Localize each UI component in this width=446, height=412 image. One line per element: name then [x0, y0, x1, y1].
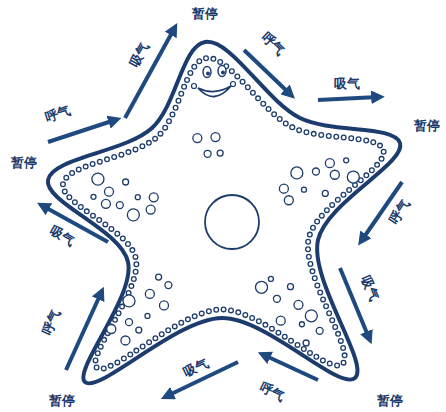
starfish-bubble	[268, 276, 273, 281]
pause-label: 暂停	[413, 119, 441, 133]
starfish-bubble	[149, 193, 158, 202]
starfish-bubble	[344, 158, 349, 163]
starfish-dots	[63, 58, 384, 369]
starfish-bubble	[347, 171, 359, 183]
pause-label: 暂停	[48, 394, 76, 408]
starfish-dots	[63, 58, 384, 369]
pupil	[221, 71, 225, 75]
starfish-bubble	[299, 322, 304, 327]
starfish-bubble	[325, 159, 334, 168]
exhale-label: 呼气	[42, 103, 73, 125]
inhale-label: 吸气	[358, 272, 382, 303]
starfish-bubble	[204, 150, 211, 157]
pause-label: 暂停	[191, 7, 219, 21]
inhale-label: 吸气	[333, 77, 361, 91]
inhale-label: 吸气	[46, 223, 77, 249]
starfish-bubble	[116, 202, 123, 209]
starfish-bubble	[303, 340, 309, 346]
starfish-bubble	[193, 134, 202, 143]
exhale-label: 呼气	[256, 380, 287, 405]
starfish-bubble	[127, 209, 139, 221]
starfish-bubble	[287, 284, 293, 290]
starfish-bubble	[126, 319, 133, 326]
starfish-bubble	[330, 170, 339, 179]
cheek	[231, 82, 236, 87]
starfish-bubble	[322, 190, 328, 196]
starfish-bubble	[273, 295, 280, 302]
starfish-bubble	[145, 289, 154, 298]
starfish-bubble	[101, 199, 110, 208]
starfish-bubble	[276, 316, 285, 325]
starfish-bubble	[104, 187, 113, 196]
starfish-bubble	[211, 133, 220, 142]
starfish-bubble	[123, 179, 129, 185]
cheek	[192, 84, 197, 89]
center-circle	[205, 195, 259, 249]
starfish-bubble	[279, 184, 288, 193]
starfish-outline	[48, 42, 401, 384]
starfish-bubble	[316, 327, 323, 334]
eye	[218, 66, 226, 77]
starfish-bubble	[165, 282, 172, 289]
starfish-bubble	[305, 310, 317, 322]
starfish-bubble	[92, 173, 104, 185]
starfish-bubble	[156, 274, 162, 280]
breath-arrow	[48, 120, 115, 142]
starfish-bubble	[136, 327, 142, 333]
starfish-bubble	[284, 196, 293, 205]
starfish-bubble	[123, 295, 135, 307]
starfish-bubble	[301, 187, 306, 192]
starfish-bubble	[256, 281, 268, 293]
pause-label: 暂停	[10, 156, 38, 170]
eye	[203, 67, 211, 78]
starfish-bubble	[217, 150, 223, 156]
starfish-bubble	[91, 194, 96, 199]
starfish-bubble	[107, 325, 116, 334]
starfish-bubble	[291, 167, 303, 179]
pause-label: 暂停	[376, 394, 404, 408]
starfish-bubble	[312, 168, 319, 175]
breath-arrow	[318, 97, 378, 100]
starfish-bubble	[135, 195, 140, 200]
starfish-bubble	[294, 300, 303, 309]
starfish-bubble	[121, 336, 130, 345]
smile	[198, 86, 231, 97]
starfish-bubble	[146, 205, 155, 214]
exhale-label: 呼气	[258, 29, 288, 59]
pupil	[206, 72, 210, 76]
starfish-bubble	[159, 301, 168, 310]
exhale-label: 呼气	[40, 306, 65, 337]
starfish-bubble	[145, 313, 150, 318]
inhale-label: 吸气	[127, 39, 153, 70]
